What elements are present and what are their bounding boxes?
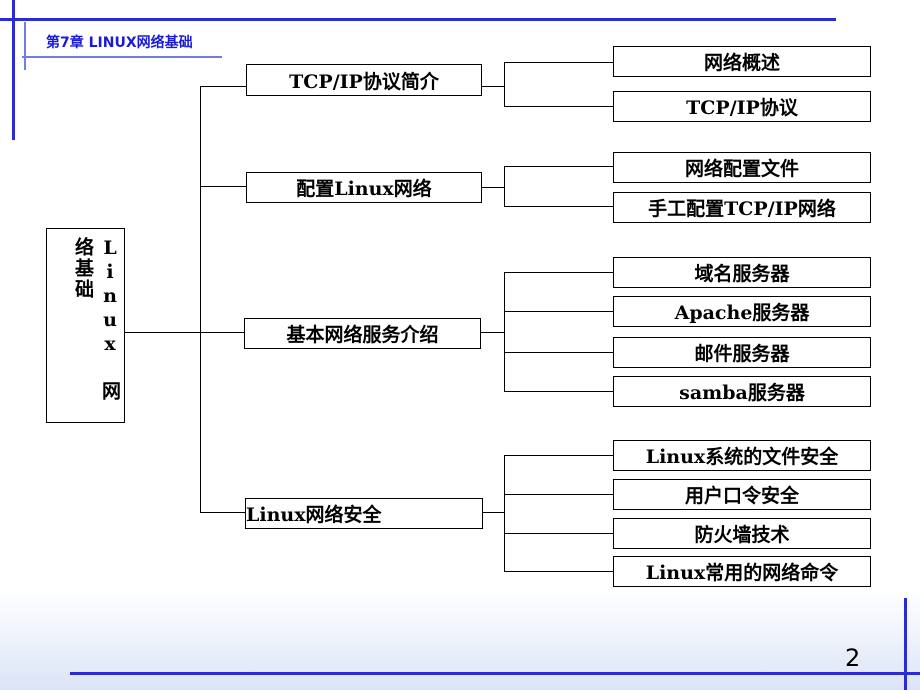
branch-node-1-label: TCP/IP协议简介: [289, 70, 439, 93]
background-gradient: [0, 590, 920, 690]
leaf-node-4-3: 防火墙技术: [613, 518, 871, 549]
deco-line-left-inner: [24, 22, 26, 70]
page-title: 第7章 LINUX网络基础: [46, 35, 193, 51]
leaf-node-4-4-label: Linux常用的网络命令: [645, 562, 839, 584]
leaf-node-4-2: 用户口令安全: [613, 479, 871, 510]
connector-leaf-2-2: [504, 206, 613, 207]
leaf-node-4-3-label: 防火墙技术: [694, 524, 790, 546]
leaf-node-4-1-label: Linux系统的文件安全: [645, 446, 839, 468]
connector-leaf-4-1: [504, 455, 613, 456]
leaf-node-1-1-label: 网络概述: [703, 52, 780, 74]
connector-branch-1-spine: [504, 62, 505, 107]
leaf-node-2-1-label: 网络配置文件: [684, 158, 799, 180]
leaf-node-4-2-label: 用户口令安全: [684, 485, 799, 507]
branch-node-4-label: Linux网络安全: [246, 504, 382, 526]
leaf-node-2-2-label: 手工配置TCP/IP网络: [648, 198, 836, 220]
deco-line-top-inner: [22, 56, 222, 58]
branch-node-4: Linux网络安全: [245, 498, 483, 529]
connector-leaf-2-1: [504, 166, 613, 167]
leaf-node-4-1: Linux系统的文件安全: [613, 440, 871, 471]
page-number: 2: [845, 644, 861, 672]
connector-leaf-1-1: [504, 62, 613, 63]
leaf-node-3-3-label: 邮件服务器: [694, 343, 790, 365]
connector-branch-2: [200, 186, 246, 187]
leaf-node-1-2-label: TCP/IP协议: [686, 97, 798, 119]
leaf-node-2-2: 手工配置TCP/IP网络: [613, 192, 871, 223]
branch-node-1: TCP/IP协议简介: [246, 64, 482, 96]
connector-trunk: [200, 86, 201, 513]
connector-branch-3-spine: [504, 272, 505, 391]
branch-node-3-label: 基本网络服务介绍: [286, 324, 439, 346]
branch-node-2: 配置Linux网络: [246, 172, 482, 203]
connector-leaf-3-2: [504, 311, 613, 312]
connector-branch-2-out: [482, 187, 504, 188]
connector-branch-1-out: [482, 86, 504, 87]
root-node: Linux 网络基础: [46, 228, 125, 423]
connector-leaf-3-4: [504, 391, 613, 392]
deco-line-right: [904, 598, 907, 690]
connector-leaf-1-2: [504, 106, 613, 107]
leaf-node-3-1: 域名服务器: [613, 257, 871, 288]
branch-node-2-label: 配置Linux网络: [296, 178, 432, 200]
branch-node-3: 基本网络服务介绍: [244, 318, 481, 349]
leaf-node-2-1: 网络配置文件: [613, 152, 871, 183]
connector-branch-4: [200, 512, 245, 513]
connector-leaf-4-4: [504, 571, 613, 572]
root-node-label: Linux 网络基础: [72, 237, 121, 402]
leaf-node-1-1: 网络概述: [613, 46, 871, 77]
connector-branch-1: [200, 86, 246, 87]
deco-line-left: [12, 0, 15, 140]
deco-line-bottom: [70, 672, 920, 675]
connector-branch-4-spine: [504, 455, 505, 572]
deco-line-top: [0, 18, 836, 21]
connector-leaf-4-2: [504, 494, 613, 495]
connector-leaf-3-3: [504, 352, 613, 353]
leaf-node-3-2: Apache服务器: [613, 296, 871, 327]
leaf-node-3-4: samba服务器: [613, 376, 871, 407]
connector-leaf-4-3: [504, 533, 613, 534]
leaf-node-3-2-label: Apache服务器: [674, 302, 810, 324]
leaf-node-1-2: TCP/IP协议: [613, 91, 871, 122]
leaf-node-3-4-label: samba服务器: [679, 382, 805, 404]
leaf-node-4-4: Linux常用的网络命令: [613, 556, 871, 587]
connector-branch-4-out: [483, 512, 504, 513]
connector-root: [125, 332, 200, 333]
connector-branch-3: [200, 332, 244, 333]
connector-leaf-3-1: [504, 272, 613, 273]
leaf-node-3-3: 邮件服务器: [613, 337, 871, 368]
leaf-node-3-1-label: 域名服务器: [694, 263, 790, 285]
connector-branch-3-out: [481, 332, 504, 333]
connector-branch-2-spine: [504, 166, 505, 207]
